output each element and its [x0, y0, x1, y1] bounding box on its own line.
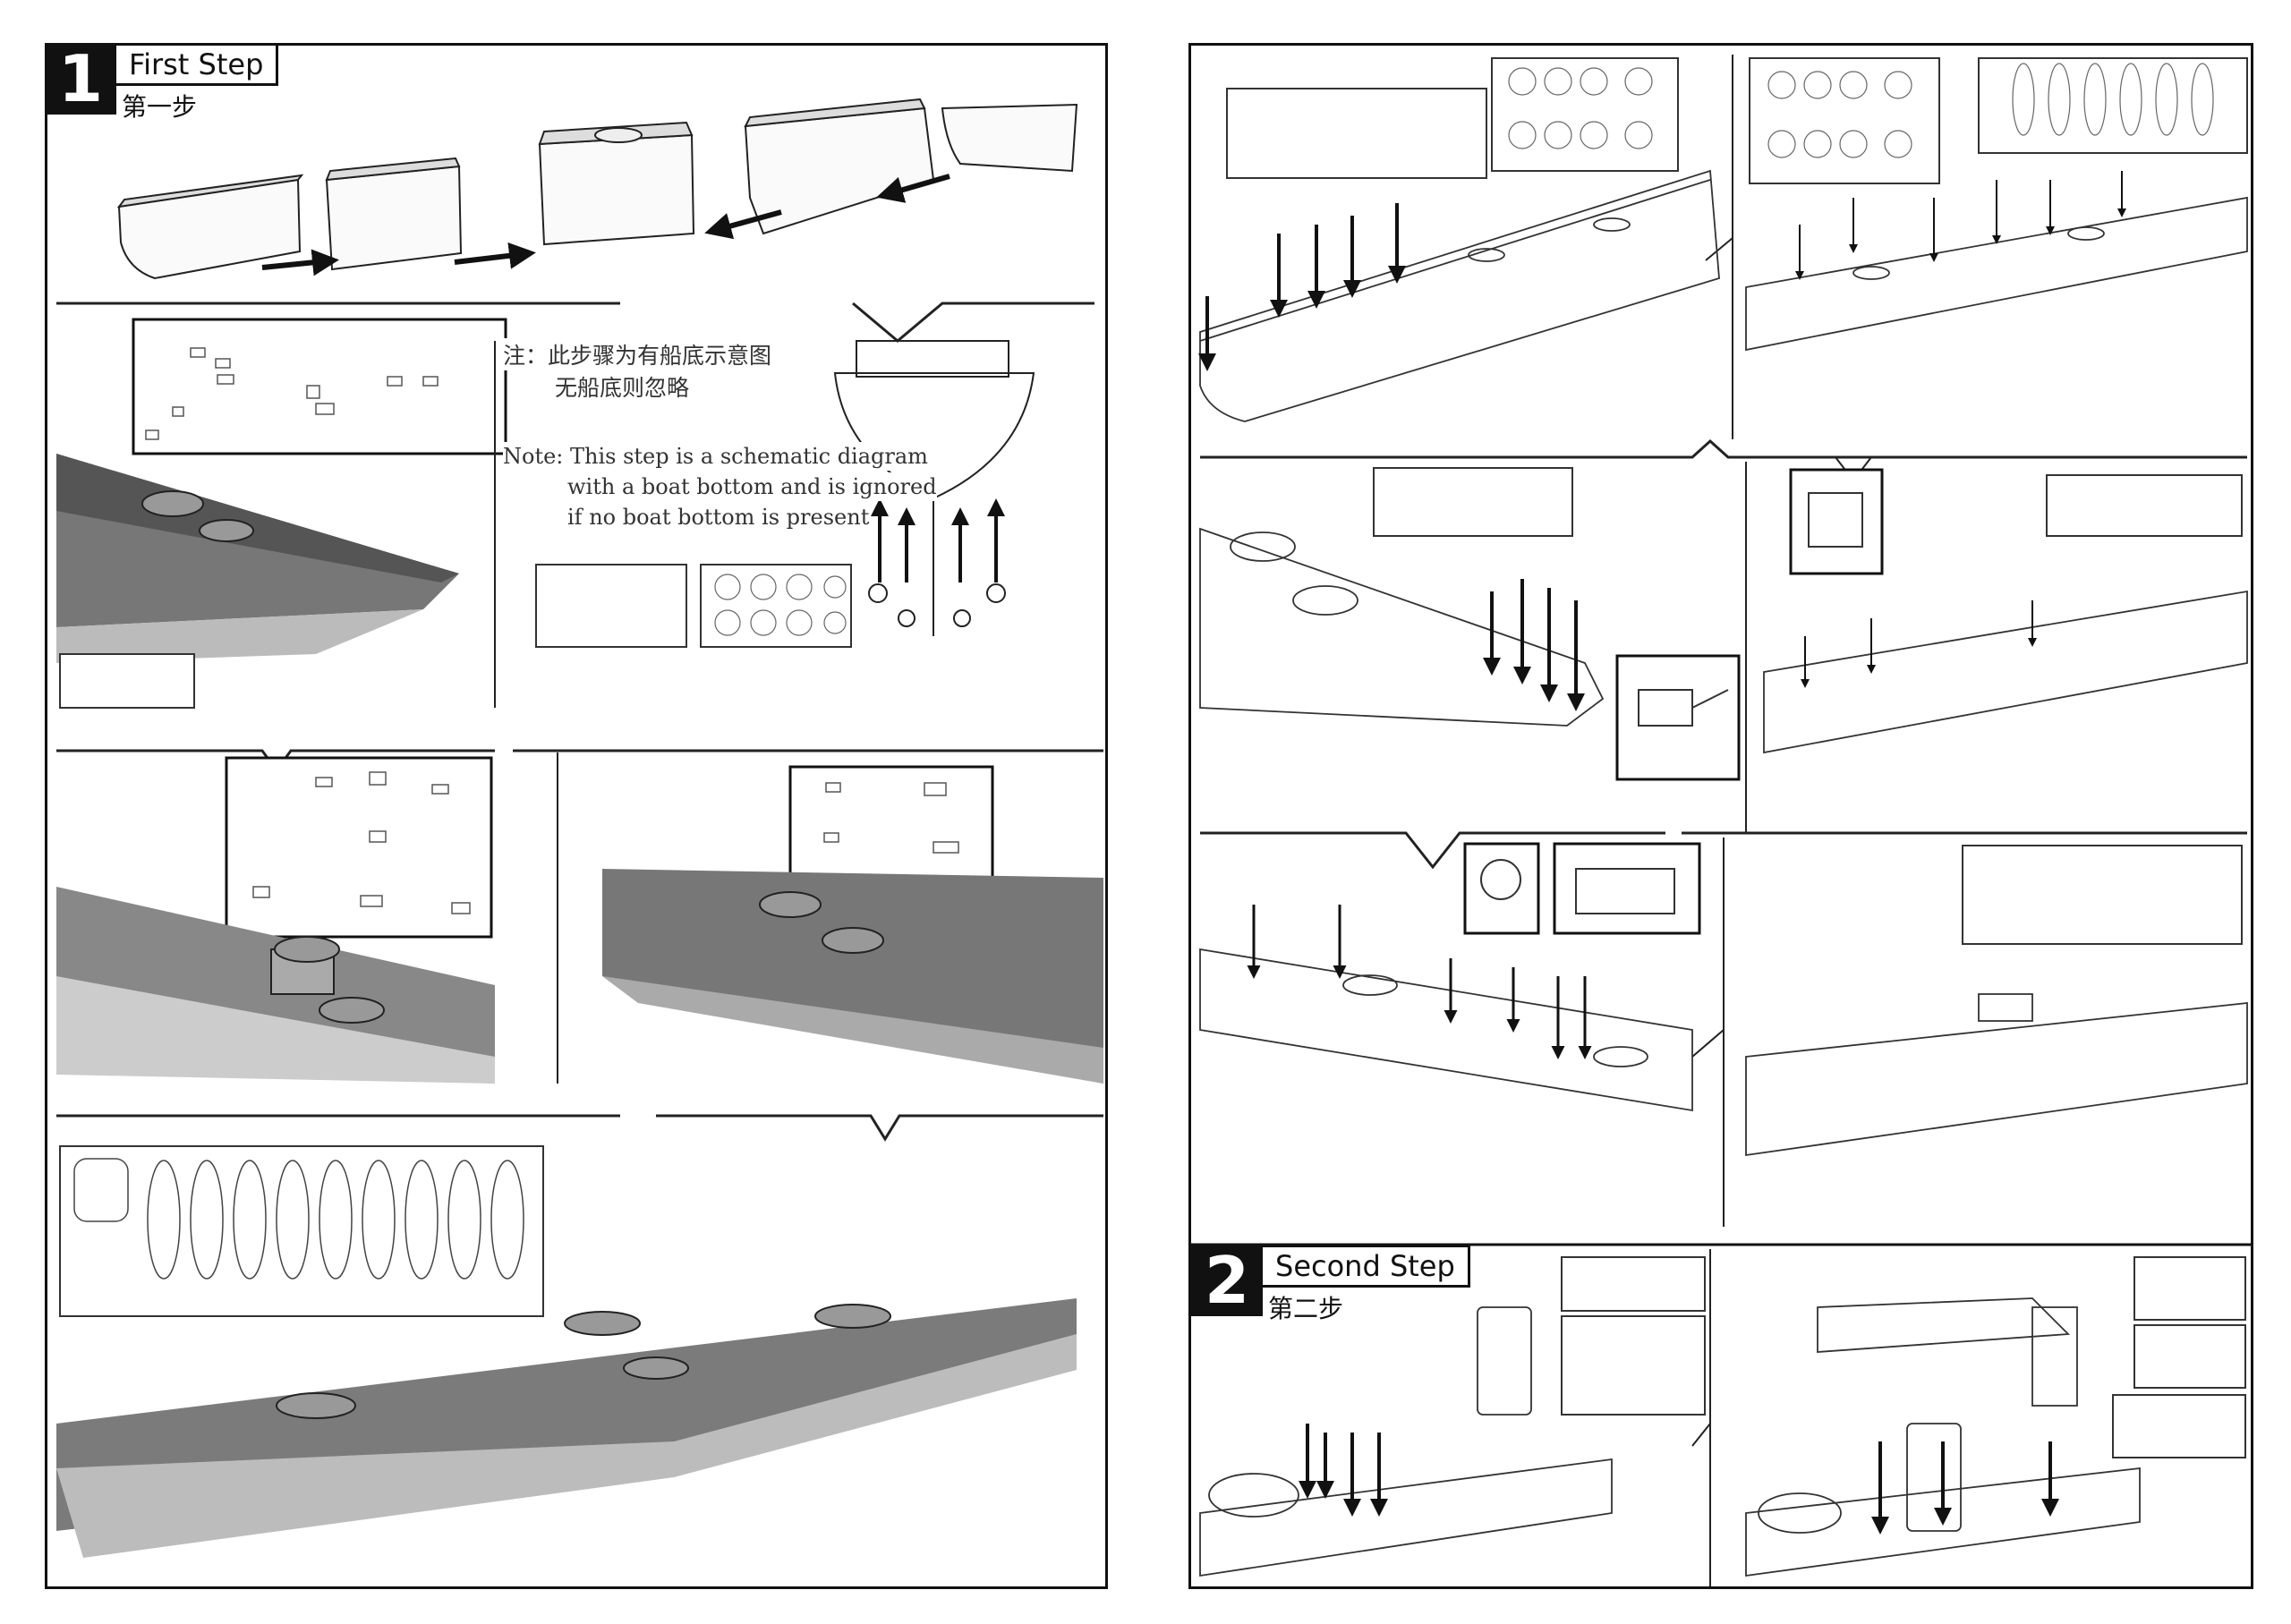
etch-fret-a	[59, 653, 195, 709]
callout-separator-1	[56, 302, 1094, 343]
parts-inset-b	[225, 756, 493, 939]
etch-fret-o	[2112, 1394, 2246, 1458]
ship-lineart-6	[1745, 993, 2248, 1157]
full-ship-render	[56, 1298, 1077, 1558]
assembly-arrows	[261, 174, 950, 276]
ship-lineart-5	[1199, 948, 1693, 1112]
etch-fret-d	[1226, 88, 1487, 179]
ship-lineart-4	[1763, 590, 2248, 754]
etch-fret-i	[2046, 474, 2243, 537]
etch-fret-k	[1561, 1256, 1706, 1312]
lifeboat-fret	[59, 1145, 544, 1317]
parts-inset-c	[788, 765, 994, 892]
etch-fret-h	[1373, 467, 1573, 537]
ship-lineart-2	[1745, 196, 2248, 352]
row-separator-2	[1200, 831, 2247, 870]
step-2-number: 2	[1191, 1243, 1263, 1318]
hull-section-bow	[941, 103, 1078, 173]
hull-section-2	[325, 157, 463, 271]
gun-detail-inset	[1615, 654, 1741, 781]
stern-diagram	[833, 340, 1035, 636]
etch-fret-b	[535, 564, 687, 648]
etch-fret-e	[1491, 57, 1679, 172]
right-page: 2 Second Step 第二步	[1188, 43, 2253, 1589]
winch-detail-inset	[1789, 468, 1884, 575]
step-2-title: Second Step	[1263, 1245, 1470, 1288]
left-page: 1 First Step 第一步 注：此步骤为有船底示意图 无船底则忽略 Not…	[45, 43, 1108, 1589]
step-2-title-cn: 第二步	[1268, 1294, 1344, 1323]
ship-lineart-3	[1199, 527, 1605, 727]
left-page-diagrams	[56, 98, 1103, 1558]
step-2-header: 2 Second Step	[1191, 1243, 1470, 1318]
etch-fret-g	[1978, 57, 2248, 154]
etch-fret-m	[2133, 1256, 2246, 1321]
right-page-diagrams	[1191, 55, 2251, 1586]
etch-fret-j	[1962, 845, 2243, 945]
hull-section-4	[744, 98, 935, 235]
callout-separator-3	[56, 1114, 1103, 1142]
searchlight-inset	[1463, 842, 1540, 935]
etch-fret-c	[700, 564, 852, 648]
etch-fret-n	[2133, 1324, 2246, 1389]
hull-section-1	[116, 174, 304, 280]
ship-deck-render-midships	[56, 887, 495, 1084]
etch-fret-f	[1749, 57, 1940, 184]
lifeboat-fret-items	[73, 1158, 524, 1280]
etch-fret-l	[1561, 1315, 1706, 1416]
superstructure-lineart-b	[1745, 1297, 2141, 1577]
row-separator-1	[1200, 438, 2247, 459]
hull-section-3	[538, 121, 695, 246]
ship-deck-render-bow	[56, 454, 459, 663]
superstructure-lineart-a	[1199, 1306, 1613, 1577]
ship-deck-render-aft	[602, 869, 1103, 1084]
parts-inset-a-items	[145, 347, 439, 440]
